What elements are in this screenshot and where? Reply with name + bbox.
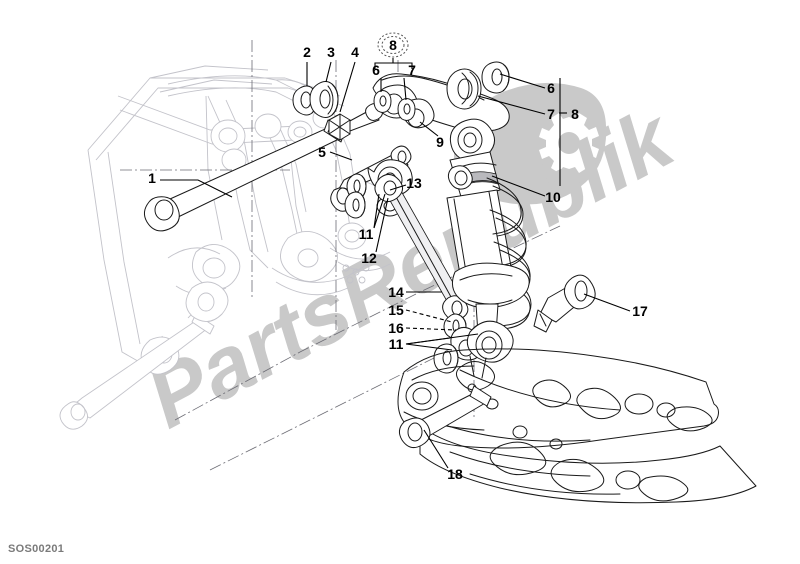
callout-label-12: 12	[361, 250, 377, 266]
callout-8-dashed-circle	[377, 32, 409, 58]
callout-label-6-top: 6	[372, 62, 380, 78]
callout-label-14: 14	[388, 284, 404, 300]
callout-label-1: 1	[148, 170, 156, 186]
callout-label-3: 3	[327, 44, 335, 60]
part-17-shock-mount-bolt	[533, 274, 596, 333]
callout-label-16: 16	[388, 320, 404, 336]
callout-label-18: 18	[447, 466, 463, 482]
parts-6-7-bearings-top	[373, 90, 416, 121]
callout-label-4: 4	[351, 44, 359, 60]
callout-leaders	[160, 58, 631, 469]
ghost-bolt-lower	[59, 313, 215, 430]
drawing-code: SOS00201	[8, 543, 65, 555]
callout-label-11-lower: 11	[389, 336, 404, 352]
callout-label-9: 9	[436, 134, 444, 150]
callout-label-6-right: 6	[547, 80, 555, 96]
callout-label-11-upper: 11	[359, 226, 374, 242]
callout-label-8-top: 8	[389, 37, 397, 53]
parts-11-12-upper-fasteners	[344, 173, 367, 219]
callout-labels: 1 2 3 4 5 6 7 8 6 7 8 9 10 11 12 13 14 1…	[148, 37, 648, 482]
callout-label-17: 17	[632, 303, 648, 319]
callout-label-7-top: 7	[408, 62, 416, 78]
callout-label-13: 13	[406, 175, 422, 191]
callout-label-7-right: 7	[547, 106, 555, 122]
part-18-swingarm-bolt	[398, 385, 492, 449]
callout-label-15: 15	[388, 302, 404, 318]
callout-label-2: 2	[303, 44, 311, 60]
callout-label-5: 5	[318, 144, 326, 160]
part-9-rocker-arm-link	[372, 61, 510, 132]
part-4-hex-bolt	[328, 103, 383, 141]
callout-label-8-right: 8	[571, 106, 579, 122]
part-10-rear-shock-absorber	[446, 118, 532, 363]
part-3-washer-large	[309, 81, 339, 118]
callout-label-10: 10	[545, 189, 561, 205]
gear-icon	[539, 113, 599, 173]
